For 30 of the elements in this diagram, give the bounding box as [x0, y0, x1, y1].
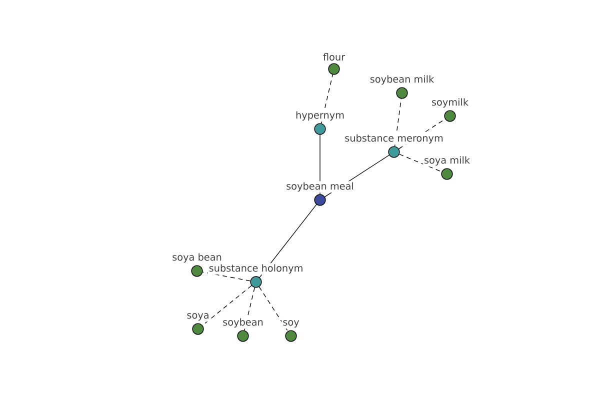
graph-node — [328, 63, 340, 75]
graph-node — [237, 330, 249, 342]
graph-node — [250, 276, 262, 288]
node-label: soy — [282, 319, 300, 329]
node-label: soya — [186, 312, 210, 322]
node-label: substance meronym — [344, 133, 444, 145]
graph-node — [444, 110, 456, 122]
graph-node — [192, 323, 204, 335]
connector-line — [399, 154, 442, 172]
connector-line — [320, 74, 334, 124]
graph-node — [441, 168, 453, 180]
node-label: soymilk — [430, 97, 470, 109]
node-label: substance holonym — [208, 263, 304, 275]
graph-node — [388, 146, 400, 158]
graph-node — [314, 123, 326, 135]
connector-line — [202, 272, 251, 282]
graph-node — [285, 330, 297, 342]
node-label: hypernym — [294, 110, 346, 122]
node-label: soybean meal — [285, 181, 355, 193]
connector-line — [244, 287, 255, 331]
connector-line — [258, 286, 288, 332]
connector-line — [202, 285, 252, 326]
graph-node — [191, 265, 203, 277]
node-label: flour — [322, 52, 346, 62]
node-label: soya bean — [171, 252, 223, 264]
node-label: soybean milk — [368, 74, 436, 86]
graph-node — [314, 194, 326, 206]
node-label: soya milk — [422, 155, 472, 167]
graph-node — [396, 87, 408, 99]
node-label: soybean — [222, 317, 264, 329]
